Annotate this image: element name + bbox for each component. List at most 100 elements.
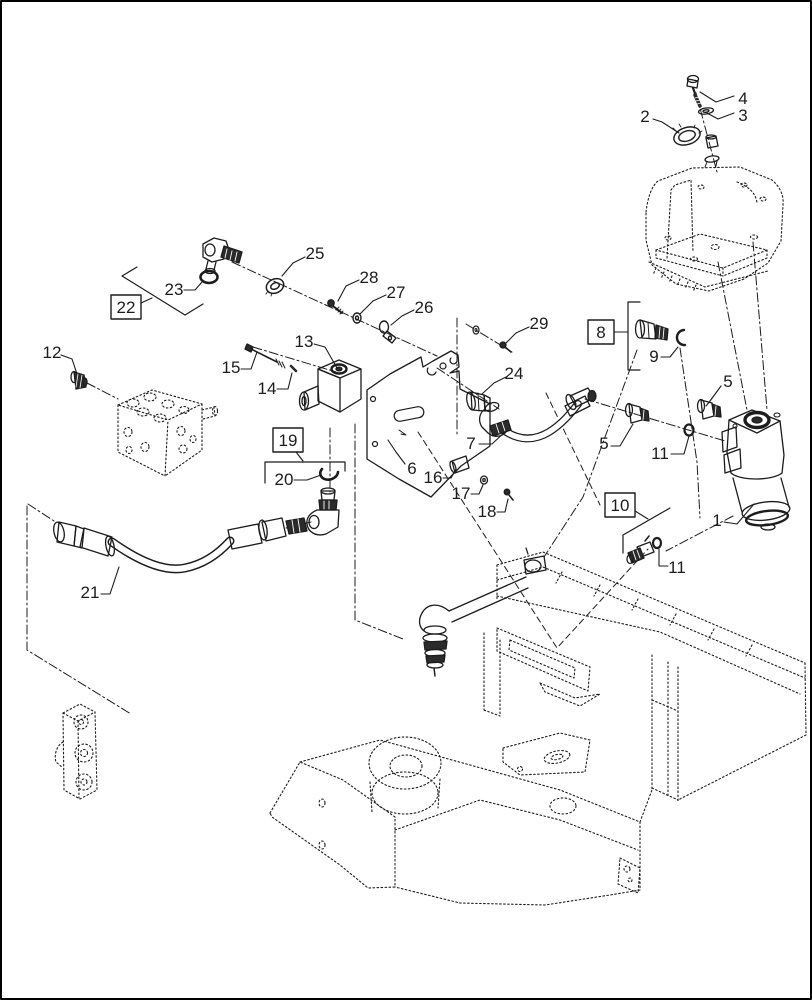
refbox-brackets [121, 266, 671, 554]
bracket-8 [627, 301, 641, 371]
callout-4: 4 [699, 89, 748, 108]
boundary-lines [26, 317, 458, 715]
clamp-26 [378, 320, 397, 344]
callout-leader [660, 346, 679, 358]
callout-21: 21 [81, 566, 120, 602]
callout-14: 14 [258, 372, 293, 398]
callout-2: 2 [640, 107, 680, 134]
elbow-fitting-19 [306, 487, 340, 536]
callout-label-21: 21 [81, 583, 100, 602]
callout-23: 23 [165, 280, 203, 299]
callout-label-16: 16 [424, 468, 443, 487]
chassis-frame [269, 551, 807, 906]
callout-label-28: 28 [360, 268, 379, 287]
callout-label-27: 27 [387, 283, 406, 302]
callout-10: 10 [604, 492, 649, 520]
callout-6: 6 [387, 439, 417, 478]
callout-label-23: 23 [165, 280, 184, 299]
callout-leader [634, 510, 649, 520]
callout-5: 5 [705, 372, 733, 407]
callout-label-14: 14 [258, 379, 277, 398]
seal-ring-2 [672, 123, 703, 146]
screw-15 [244, 343, 286, 369]
callout-box [272, 427, 304, 453]
nut-24 [466, 391, 491, 412]
callout-label-18: 18 [478, 502, 497, 521]
callout-box [604, 492, 636, 518]
callout-leader [293, 474, 322, 481]
washer-3 [697, 107, 715, 115]
washer-25 [265, 277, 285, 297]
callout-20: 20 [275, 470, 322, 489]
callout-label-17: 17 [452, 484, 471, 503]
callout-label-24: 24 [505, 364, 524, 383]
callout-label-5: 5 [599, 434, 608, 453]
hose-21 [53, 517, 308, 574]
callout-label-11: 11 [651, 444, 669, 463]
callout-leader [496, 498, 509, 513]
callout-label-12: 12 [43, 343, 62, 362]
callout-leader [670, 435, 690, 455]
callout-leader [387, 439, 406, 465]
callout-leader [313, 343, 338, 369]
callout-label-8: 8 [596, 323, 605, 342]
fitting-10 [626, 535, 655, 565]
plug-12 [70, 370, 88, 390]
callout-leader [337, 279, 360, 302]
callout-leader [60, 354, 78, 375]
callout-label-19: 19 [279, 431, 298, 450]
callout-leader [390, 309, 415, 326]
frame-coupling [418, 547, 547, 677]
callout-label-22: 22 [117, 298, 136, 317]
fitting-8 [634, 319, 669, 341]
callout-leader [705, 385, 722, 407]
bracket-10 [622, 507, 671, 554]
snap-ring-20 [319, 467, 340, 481]
o-ring-23 [199, 269, 219, 285]
solid-parts [53, 74, 791, 677]
callout-label-9: 9 [649, 347, 658, 366]
bracket-22 [121, 266, 204, 316]
callout-24: 24 [481, 364, 524, 395]
callout-leader [706, 112, 735, 120]
callout-11: 11 [658, 548, 686, 577]
callout-28: 28 [337, 268, 379, 302]
callout-leader [481, 376, 507, 395]
bracket-6 [366, 350, 491, 498]
callout-label-5: 5 [723, 372, 732, 391]
callout-label-11: 11 [668, 558, 686, 577]
callout-5: 5 [599, 423, 634, 453]
reference-valve-block [117, 389, 219, 477]
callout-leader [505, 326, 530, 344]
callout-leader [359, 294, 387, 315]
callout-27: 27 [359, 283, 406, 315]
callout-label-10: 10 [611, 496, 630, 515]
callout-15: 15 [222, 351, 258, 377]
callout-11: 11 [651, 435, 690, 463]
clip-9 [675, 328, 687, 347]
callout-8: 8 [587, 319, 629, 345]
elbow-fitting-22 [202, 237, 243, 275]
dashed-region-lines [417, 392, 649, 649]
screw-29 [472, 325, 512, 353]
callout-box [110, 294, 142, 320]
valve-block-13 [298, 359, 362, 413]
callout-label-6: 6 [407, 459, 416, 478]
screw-28 [327, 299, 344, 315]
callout-label-20: 20 [275, 470, 294, 489]
callout-label-4: 4 [738, 89, 747, 108]
washer-27 [352, 312, 362, 324]
callout-12: 12 [43, 343, 78, 375]
ring-11-lower [651, 536, 663, 550]
callout-leader [723, 503, 755, 525]
callout-label-3: 3 [738, 106, 747, 125]
callout-19: 19 [272, 427, 304, 462]
bolt-4 [686, 74, 702, 108]
callout-leader [281, 256, 306, 277]
fitting-5-left [624, 402, 650, 424]
callout-9: 9 [649, 346, 679, 366]
callout-leader [100, 566, 120, 595]
